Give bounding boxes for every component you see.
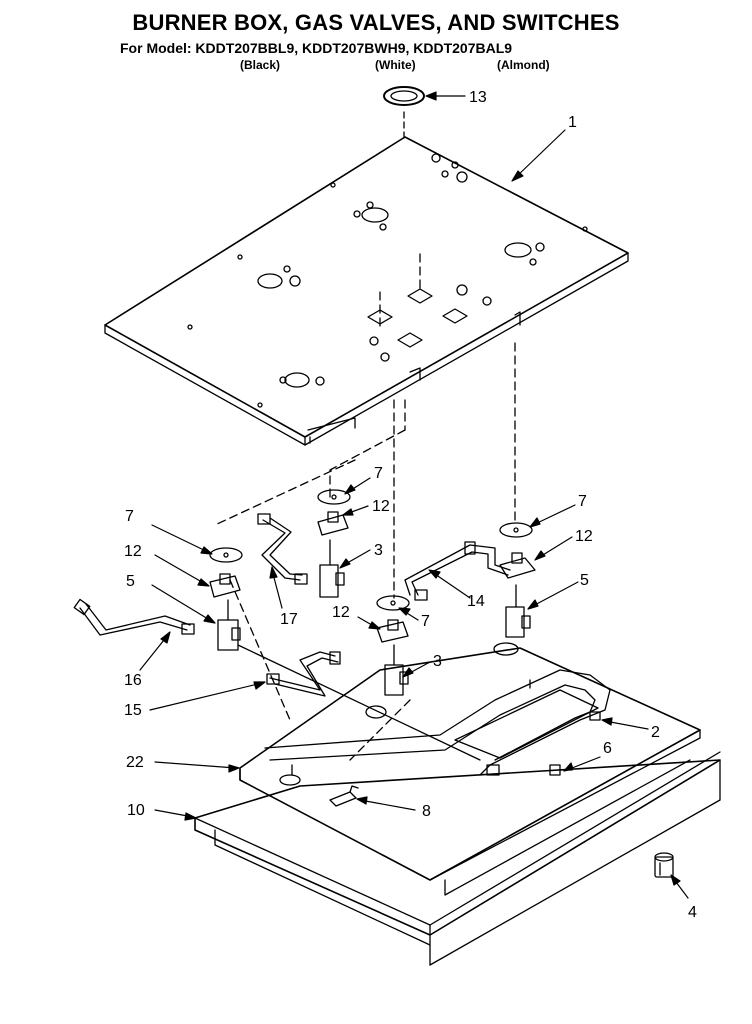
part-fitting-4 (654, 852, 674, 878)
part-burner-2 (264, 669, 611, 776)
callout-16: 16 (124, 672, 142, 689)
callout-12: 12 (124, 543, 142, 560)
callout-7: 7 (421, 613, 430, 630)
callout-5: 5 (580, 572, 589, 589)
valve-stack-front (376, 595, 410, 696)
callout-7: 7 (125, 508, 134, 525)
callout-6: 6 (603, 740, 612, 757)
part-base-pan-10 (194, 751, 721, 966)
callout-12: 12 (332, 604, 350, 621)
color-label-black: (Black) (240, 58, 281, 72)
color-label-almond: (Almond) (497, 58, 550, 72)
model-line: For Model: KDDT207BBL9, KDDT207BWH9, KDD… (120, 40, 513, 56)
callout-22: 22 (126, 754, 144, 771)
callout-8: 8 (422, 803, 431, 820)
callout-3: 3 (433, 653, 442, 670)
callout-15: 15 (124, 702, 142, 719)
diagram-title: BURNER BOX, GAS VALVES, AND SWITCHES (132, 10, 620, 35)
callout-1: 1 (568, 114, 577, 131)
part-cooktop-panel-1 (104, 136, 629, 446)
color-label-white: (White) (375, 58, 416, 72)
part-burner-box-top-22 (239, 642, 701, 881)
callout-2: 2 (651, 724, 660, 741)
callout-12: 12 (575, 528, 593, 545)
valve-stack-center (317, 489, 351, 598)
callout-4: 4 (688, 904, 697, 921)
callout-5: 5 (126, 573, 135, 590)
part-bracket-8 (329, 785, 359, 807)
callout-14: 14 (467, 593, 485, 610)
valve-stack-right (499, 522, 536, 638)
gas-tubes (73, 513, 511, 761)
callout-3: 3 (374, 542, 383, 559)
callout-7: 7 (374, 465, 383, 482)
callout-13: 13 (469, 89, 487, 106)
leader-dashes (214, 253, 516, 761)
callout-arrows (139, 91, 689, 899)
part-gasket-13 (383, 86, 425, 139)
callout-17: 17 (280, 611, 298, 628)
callout-numbers: 13 1 7 7 12 7 12 3 12 5 5 17 14 12 7 16 … (124, 89, 697, 921)
valve-stack-left (209, 547, 243, 651)
callout-7: 7 (578, 493, 587, 510)
callout-12: 12 (372, 498, 390, 515)
callout-10: 10 (127, 802, 145, 819)
